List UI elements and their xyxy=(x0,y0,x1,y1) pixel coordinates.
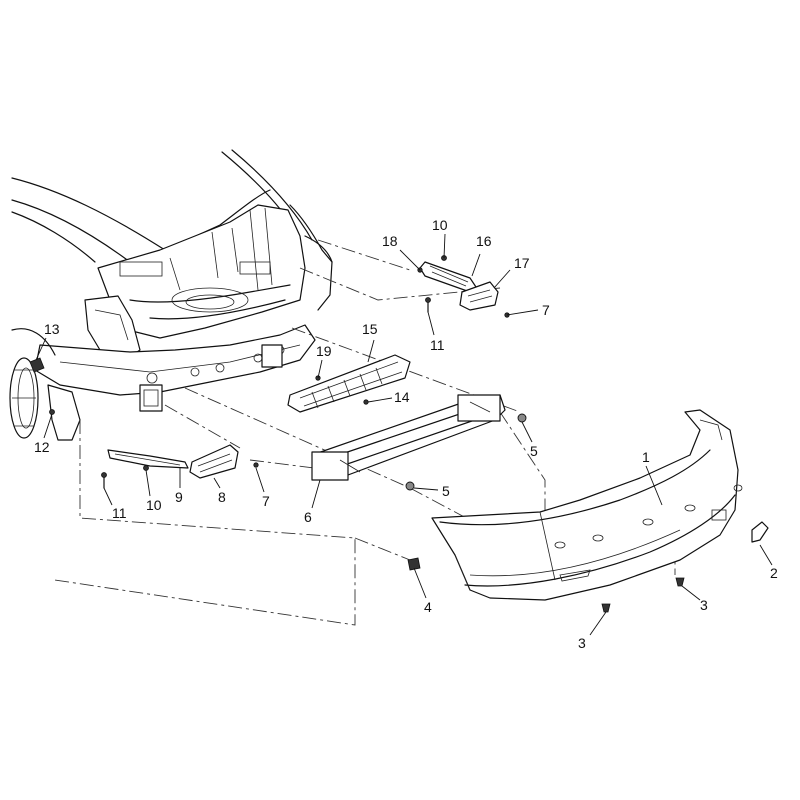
callout-15: 15 xyxy=(362,321,378,337)
part-9-bracket-left xyxy=(107,449,189,469)
callout-10: 10 xyxy=(146,497,162,513)
callout-18: 18 xyxy=(382,233,398,249)
assembly-lines xyxy=(54,239,676,626)
part-8-guide-left xyxy=(189,444,239,479)
callout-3: 3 xyxy=(700,597,708,613)
callout-10: 10 xyxy=(432,217,448,233)
callout-17: 17 xyxy=(514,255,530,271)
callout-labels: 1 2 3 3 4 5 5 6 7 7 8 9 10 10 11 11 12 1… xyxy=(34,217,778,651)
callout-11: 11 xyxy=(430,337,445,353)
callout-16: 16 xyxy=(476,233,492,249)
vehicle-body xyxy=(9,149,333,441)
callout-7: 7 xyxy=(262,493,270,509)
leader-lines xyxy=(35,233,773,636)
part-16-bracket-right xyxy=(419,261,479,293)
callout-9: 9 xyxy=(175,489,183,505)
callout-7: 7 xyxy=(542,302,550,318)
callout-1: 1 xyxy=(642,449,650,465)
callout-13: 13 xyxy=(44,321,60,337)
part-15-energy-absorber xyxy=(287,354,411,413)
callout-5: 5 xyxy=(442,483,450,499)
callout-8: 8 xyxy=(218,489,226,505)
callout-5: 5 xyxy=(530,443,538,459)
part-17-guide-right xyxy=(459,281,499,311)
callout-3: 3 xyxy=(578,635,586,651)
callout-4: 4 xyxy=(424,599,432,615)
callout-12: 12 xyxy=(34,439,50,455)
callout-14: 14 xyxy=(394,389,410,405)
part-6-impact-bar xyxy=(311,394,506,481)
callout-11: 11 xyxy=(112,505,127,521)
part-1-rear-bumper-fascia xyxy=(431,409,743,601)
callout-19: 19 xyxy=(316,343,332,359)
callout-6: 6 xyxy=(304,509,312,525)
callout-2: 2 xyxy=(770,565,778,581)
